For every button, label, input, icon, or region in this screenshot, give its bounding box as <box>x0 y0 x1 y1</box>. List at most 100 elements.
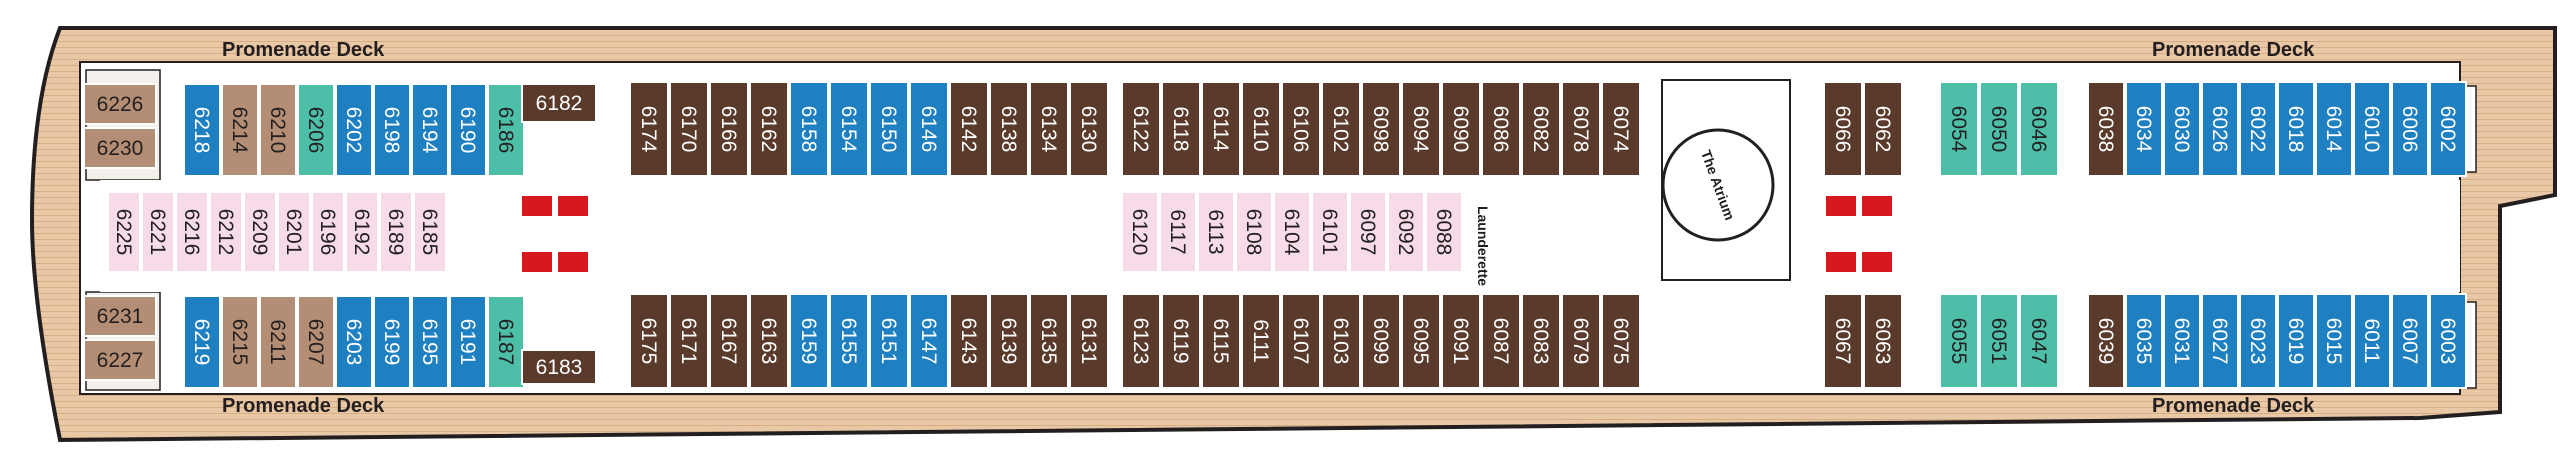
cabin-6086[interactable]: 6086 <box>1481 81 1521 177</box>
cabin-6075[interactable]: 6075 <box>1601 293 1641 389</box>
cabin-6107[interactable]: 6107 <box>1281 293 1321 389</box>
cabin-6170[interactable]: 6170 <box>669 81 709 177</box>
cabin-6051[interactable]: 6051 <box>1979 293 2019 389</box>
cabin-6183[interactable]: 6183 <box>521 349 597 385</box>
cabin-6207[interactable]: 6207 <box>297 295 335 389</box>
cabin-6097[interactable]: 6097 <box>1349 191 1387 273</box>
cabin-6174[interactable]: 6174 <box>629 81 669 177</box>
cabin-6123[interactable]: 6123 <box>1121 293 1161 389</box>
cabin-6199[interactable]: 6199 <box>373 295 411 389</box>
cabin-6185[interactable]: 6185 <box>413 191 447 273</box>
cabin-6023[interactable]: 6023 <box>2239 293 2277 389</box>
cabin-6090[interactable]: 6090 <box>1441 81 1481 177</box>
cabin-6063[interactable]: 6063 <box>1863 293 1903 389</box>
cabin-6175[interactable]: 6175 <box>629 293 669 389</box>
cabin-6214[interactable]: 6214 <box>221 83 259 177</box>
cabin-6225[interactable]: 6225 <box>107 191 141 273</box>
cabin-6103[interactable]: 6103 <box>1321 293 1361 389</box>
cabin-6079[interactable]: 6079 <box>1561 293 1601 389</box>
cabin-6166[interactable]: 6166 <box>709 81 749 177</box>
cabin-6047[interactable]: 6047 <box>2019 293 2059 389</box>
cabin-6014[interactable]: 6014 <box>2315 81 2353 177</box>
cabin-6111[interactable]: 6111 <box>1241 293 1281 389</box>
cabin-6026[interactable]: 6026 <box>2201 81 2239 177</box>
cabin-6209[interactable]: 6209 <box>243 191 277 273</box>
cabin-6010[interactable]: 6010 <box>2353 81 2391 177</box>
cabin-6221[interactable]: 6221 <box>141 191 175 273</box>
cabin-6082[interactable]: 6082 <box>1521 81 1561 177</box>
cabin-6216[interactable]: 6216 <box>175 191 209 273</box>
cabin-6091[interactable]: 6091 <box>1441 293 1481 389</box>
cabin-6055[interactable]: 6055 <box>1939 293 1979 389</box>
cabin-6154[interactable]: 6154 <box>829 81 869 177</box>
cabin-6007[interactable]: 6007 <box>2391 293 2429 389</box>
cabin-6108[interactable]: 6108 <box>1235 191 1273 273</box>
cabin-6122[interactable]: 6122 <box>1121 81 1161 177</box>
cabin-6018[interactable]: 6018 <box>2277 81 2315 177</box>
cabin-6189[interactable]: 6189 <box>379 191 413 273</box>
cabin-6198[interactable]: 6198 <box>373 83 411 177</box>
cabin-6067[interactable]: 6067 <box>1823 293 1863 389</box>
cabin-6212[interactable]: 6212 <box>209 191 243 273</box>
cabin-6030[interactable]: 6030 <box>2163 81 2201 177</box>
cabin-6102[interactable]: 6102 <box>1321 81 1361 177</box>
cabin-6155[interactable]: 6155 <box>829 293 869 389</box>
cabin-6159[interactable]: 6159 <box>789 293 829 389</box>
cabin-6022[interactable]: 6022 <box>2239 81 2277 177</box>
cabin-6201[interactable]: 6201 <box>277 191 311 273</box>
cabin-6066[interactable]: 6066 <box>1823 81 1863 177</box>
cabin-6230[interactable]: 6230 <box>83 127 157 169</box>
cabin-6215[interactable]: 6215 <box>221 295 259 389</box>
cabin-6135[interactable]: 6135 <box>1029 293 1069 389</box>
cabin-6104[interactable]: 6104 <box>1273 191 1311 273</box>
cabin-6150[interactable]: 6150 <box>869 81 909 177</box>
cabin-6083[interactable]: 6083 <box>1521 293 1561 389</box>
cabin-6095[interactable]: 6095 <box>1401 293 1441 389</box>
cabin-6117[interactable]: 6117 <box>1159 191 1197 273</box>
cabin-6118[interactable]: 6118 <box>1161 81 1201 177</box>
cabin-6114[interactable]: 6114 <box>1201 81 1241 177</box>
cabin-6003[interactable]: 6003 <box>2429 293 2467 389</box>
cabin-6210[interactable]: 6210 <box>259 83 297 177</box>
cabin-6191[interactable]: 6191 <box>449 295 487 389</box>
cabin-6146[interactable]: 6146 <box>909 81 949 177</box>
cabin-6206[interactable]: 6206 <box>297 83 335 177</box>
cabin-6074[interactable]: 6074 <box>1601 81 1641 177</box>
cabin-6094[interactable]: 6094 <box>1401 81 1441 177</box>
cabin-6194[interactable]: 6194 <box>411 83 449 177</box>
cabin-6202[interactable]: 6202 <box>335 83 373 177</box>
cabin-6046[interactable]: 6046 <box>2019 81 2059 177</box>
cabin-6119[interactable]: 6119 <box>1161 293 1201 389</box>
cabin-6151[interactable]: 6151 <box>869 293 909 389</box>
cabin-6110[interactable]: 6110 <box>1241 81 1281 177</box>
cabin-6167[interactable]: 6167 <box>709 293 749 389</box>
cabin-6106[interactable]: 6106 <box>1281 81 1321 177</box>
cabin-6196[interactable]: 6196 <box>311 191 345 273</box>
cabin-6092[interactable]: 6092 <box>1387 191 1425 273</box>
cabin-6062[interactable]: 6062 <box>1863 81 1903 177</box>
cabin-6054[interactable]: 6054 <box>1939 81 1979 177</box>
cabin-6142[interactable]: 6142 <box>949 81 989 177</box>
cabin-6171[interactable]: 6171 <box>669 293 709 389</box>
cabin-6019[interactable]: 6019 <box>2277 293 2315 389</box>
cabin-6088[interactable]: 6088 <box>1425 191 1463 273</box>
cabin-6006[interactable]: 6006 <box>2391 81 2429 177</box>
cabin-6027[interactable]: 6027 <box>2201 293 2239 389</box>
cabin-6211[interactable]: 6211 <box>259 295 297 389</box>
cabin-6138[interactable]: 6138 <box>989 81 1029 177</box>
cabin-6099[interactable]: 6099 <box>1361 293 1401 389</box>
cabin-6034[interactable]: 6034 <box>2125 81 2163 177</box>
cabin-6218[interactable]: 6218 <box>183 83 221 177</box>
cabin-6162[interactable]: 6162 <box>749 81 789 177</box>
cabin-6002[interactable]: 6002 <box>2429 81 2467 177</box>
cabin-6120[interactable]: 6120 <box>1121 191 1159 273</box>
cabin-6050[interactable]: 6050 <box>1979 81 2019 177</box>
cabin-6113[interactable]: 6113 <box>1197 191 1235 273</box>
cabin-6078[interactable]: 6078 <box>1561 81 1601 177</box>
cabin-6219[interactable]: 6219 <box>183 295 221 389</box>
cabin-6187[interactable]: 6187 <box>487 295 525 389</box>
cabin-6130[interactable]: 6130 <box>1069 81 1109 177</box>
cabin-6158[interactable]: 6158 <box>789 81 829 177</box>
cabin-6192[interactable]: 6192 <box>345 191 379 273</box>
cabin-6131[interactable]: 6131 <box>1069 293 1109 389</box>
